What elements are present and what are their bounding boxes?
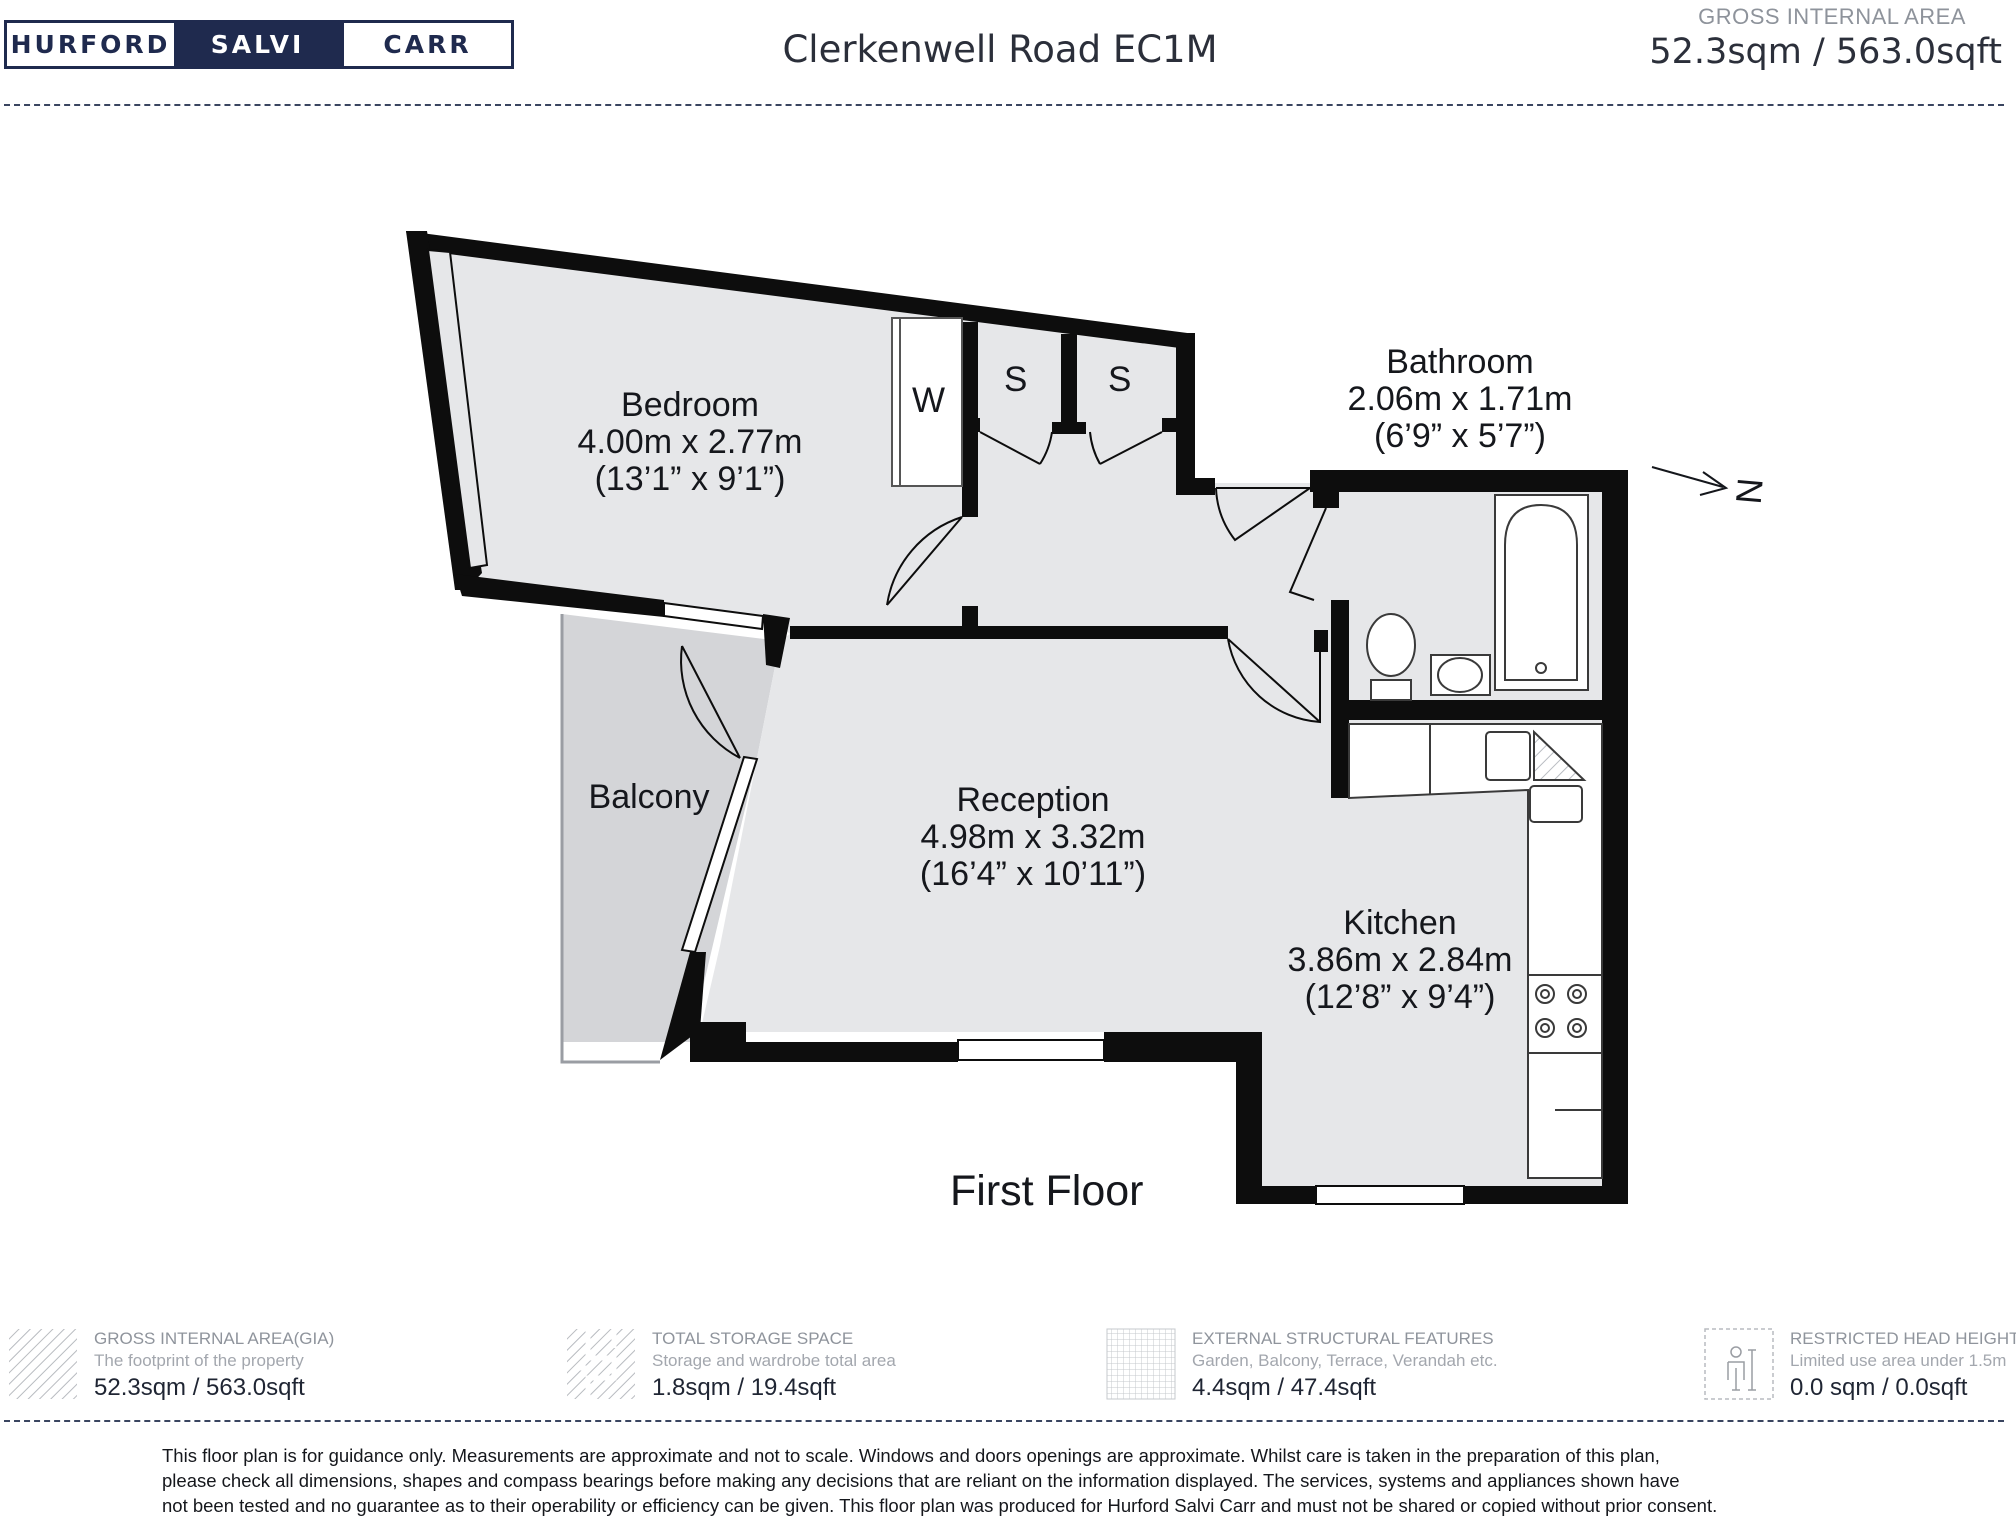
corridor-wall-right	[1176, 333, 1195, 495]
property-address-title: Clerkenwell Road EC1M	[782, 28, 1218, 71]
windows	[426, 248, 1465, 1205]
legend-value: 1.8sqm / 19.4sqft	[652, 1374, 837, 1401]
gia-header-value: 52.3sqm / 563.0sqft	[1649, 32, 2002, 72]
legend-subtitle: Garden, Balcony, Terrace, Verandah etc.	[1192, 1351, 1498, 1370]
bathroom-door	[1288, 507, 1327, 601]
footer-divider	[4, 1420, 2004, 1422]
balcony-door	[680, 645, 741, 759]
store-2-label: S	[1108, 360, 1132, 399]
gia-header-label: GROSS INTERNAL AREA	[1698, 4, 1966, 29]
corridor-door	[1215, 487, 1311, 542]
bathroom-top-wall	[1310, 470, 1626, 492]
toilet-cistern	[1370, 679, 1412, 701]
kitchen-south-wall-b	[1464, 1186, 1628, 1204]
store-jamb-left	[962, 418, 980, 432]
legend-subtitle: Limited use area under 1.5m	[1790, 1351, 2007, 1370]
bathroom-corner	[1313, 470, 1339, 508]
balcony-edge	[560, 614, 660, 1064]
bathroom-jamb	[1314, 630, 1328, 652]
reception-window	[957, 1039, 1105, 1061]
room-label-bedroom: Bedroom 4.00m x 2.77m (13’1” x 9’1”)	[577, 386, 803, 498]
doors	[680, 431, 1327, 759]
legend-value: 52.3sqm / 563.0sqft	[94, 1374, 305, 1401]
bedroom-top-wall	[406, 231, 1195, 350]
store-2-door	[1089, 431, 1163, 465]
floor-plan-drawing	[406, 231, 1729, 1205]
bathroom-fixtures	[1366, 494, 1589, 701]
sink-2	[1529, 785, 1583, 823]
balcony-window	[680, 755, 759, 954]
store-jamb-right	[1162, 418, 1182, 432]
legend-value: 0.0 sqm / 0.0sqft	[1790, 1374, 1968, 1401]
kitchen-step-wall	[1236, 1032, 1262, 1204]
store-1-label: S	[1004, 360, 1028, 399]
reception-south-wall-b	[1104, 1032, 1260, 1062]
reception-door	[1227, 638, 1321, 724]
drainer	[1533, 729, 1587, 781]
bathroom-left-wall	[1331, 600, 1349, 718]
toilet-bowl	[1366, 613, 1416, 677]
bedroom-door	[886, 516, 963, 606]
legend-title: TOTAL STORAGE SPACE	[652, 1329, 854, 1348]
bathroom-bottom-wall	[1331, 700, 1621, 720]
store-partition-end	[1052, 422, 1086, 434]
disclaimer-line: please check all dimensions, shapes and …	[162, 1470, 1680, 1491]
disclaimer-line: This floor plan is for guidance only. Me…	[162, 1445, 1660, 1466]
kitchen-south-wall-a	[1236, 1186, 1316, 1204]
legend-title: EXTERNAL STRUCTURAL FEATURES	[1192, 1329, 1494, 1348]
reception-top-wall	[790, 626, 1228, 639]
kitchen-left-wall	[1331, 718, 1349, 798]
store-partition	[1061, 334, 1077, 424]
sink-1	[1485, 731, 1531, 781]
bedroom-bottom-wall	[455, 574, 664, 617]
bedroom-bottom-wall-2	[763, 614, 790, 668]
bedroom-left-glazing	[426, 248, 489, 570]
legend-subtitle: Storage and wardrobe total area	[652, 1351, 896, 1370]
legend-title: RESTRICTED HEAD HEIGHT	[1790, 1329, 2016, 1348]
store-1-door	[979, 431, 1053, 465]
reception-south-wall-a	[690, 1042, 958, 1062]
disclaimer-line: not been tested and no guarantee as to t…	[162, 1495, 1718, 1516]
legend-value: 4.4sqm / 47.4sqft	[1192, 1374, 1377, 1401]
person-height-icon	[1704, 1328, 1774, 1400]
compass-north-label: N	[1727, 476, 1772, 506]
kitchen-window	[1315, 1185, 1465, 1205]
logo-part-carr: CARR	[341, 23, 511, 66]
disclaimer: This floor plan is for guidance only. Me…	[162, 1443, 1882, 1518]
corridor-wall-stub	[1176, 478, 1215, 495]
brand-logo: HURFORD SALVI CARR	[4, 20, 514, 69]
storage-hatch-icon	[567, 1329, 635, 1399]
bedroom-window	[663, 601, 765, 631]
east-wall	[1602, 470, 1628, 1204]
room-label-balcony: Balcony	[588, 778, 710, 816]
corridor-stub	[962, 606, 978, 630]
logo-part-hurford: HURFORD	[7, 23, 174, 66]
legend-title: GROSS INTERNAL AREA(GIA)	[94, 1329, 335, 1348]
compass-arrow	[1651, 466, 1729, 496]
kitchen-units	[1348, 723, 1603, 1179]
balcony-floor	[562, 614, 780, 1042]
wardrobe	[891, 317, 963, 487]
floor-label: First Floor	[950, 1167, 1144, 1215]
logo-part-salvi: SALVI	[174, 23, 341, 66]
room-label-kitchen: Kitchen 3.86m x 2.84m (12’8” x 9’4”)	[1287, 904, 1513, 1016]
room-label-reception: Reception 4.98m x 3.32m (16’4” x 10’11”)	[919, 781, 1147, 893]
grid-hatch-icon	[1106, 1328, 1176, 1400]
header-divider	[4, 104, 2004, 106]
bathtub-inner	[1504, 503, 1578, 681]
diagonal-hatch-icon	[9, 1329, 77, 1399]
room-label-bathroom: Bathroom 2.06m x 1.71m (6’9” x 5’7”)	[1347, 343, 1573, 455]
legend-subtitle: The footprint of the property	[94, 1351, 304, 1370]
kitchen-worktop	[1348, 723, 1603, 1179]
wardrobe-label: W	[912, 381, 946, 420]
